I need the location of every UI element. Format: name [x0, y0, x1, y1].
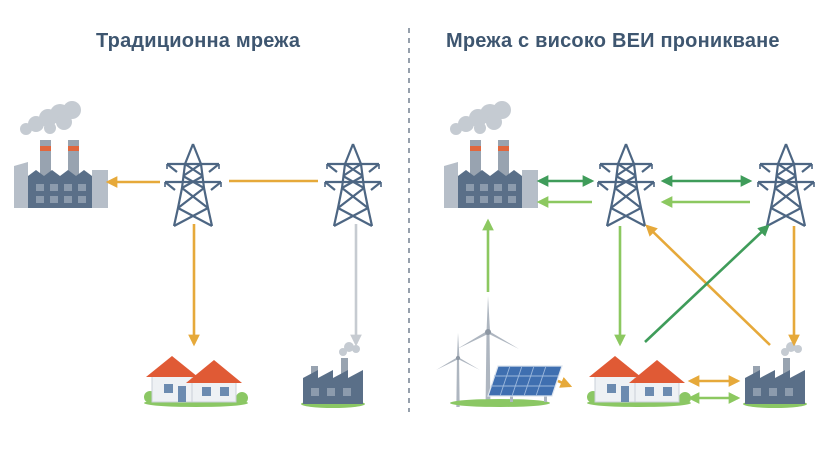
solar-panel-icon [450, 365, 563, 407]
factory-icon [743, 342, 807, 408]
wind-turbine-icon [436, 332, 480, 407]
houses-icon [586, 355, 692, 408]
transmission-tower-icon [163, 142, 223, 228]
factory-icon [301, 342, 365, 408]
transmission-tower-icon [756, 142, 816, 228]
traditional-grid-title: Традиционна мрежа [96, 30, 301, 52]
flow-arrow-factory-to-tower [645, 224, 771, 346]
traditional-grid [14, 101, 383, 408]
transmission-tower-icon [596, 142, 656, 228]
flow-arrow-solar-to-houses [557, 377, 573, 388]
flow-arrow-houses-to-tower [644, 224, 770, 343]
power-plant-icon [14, 101, 108, 208]
transmission-tower-icon [323, 142, 383, 228]
renewable-grid-title: Мрежа с високо ВЕИ проникване [446, 30, 780, 52]
renewable-grid [436, 101, 816, 408]
houses-icon [143, 355, 249, 408]
power-plant-icon [444, 101, 538, 208]
